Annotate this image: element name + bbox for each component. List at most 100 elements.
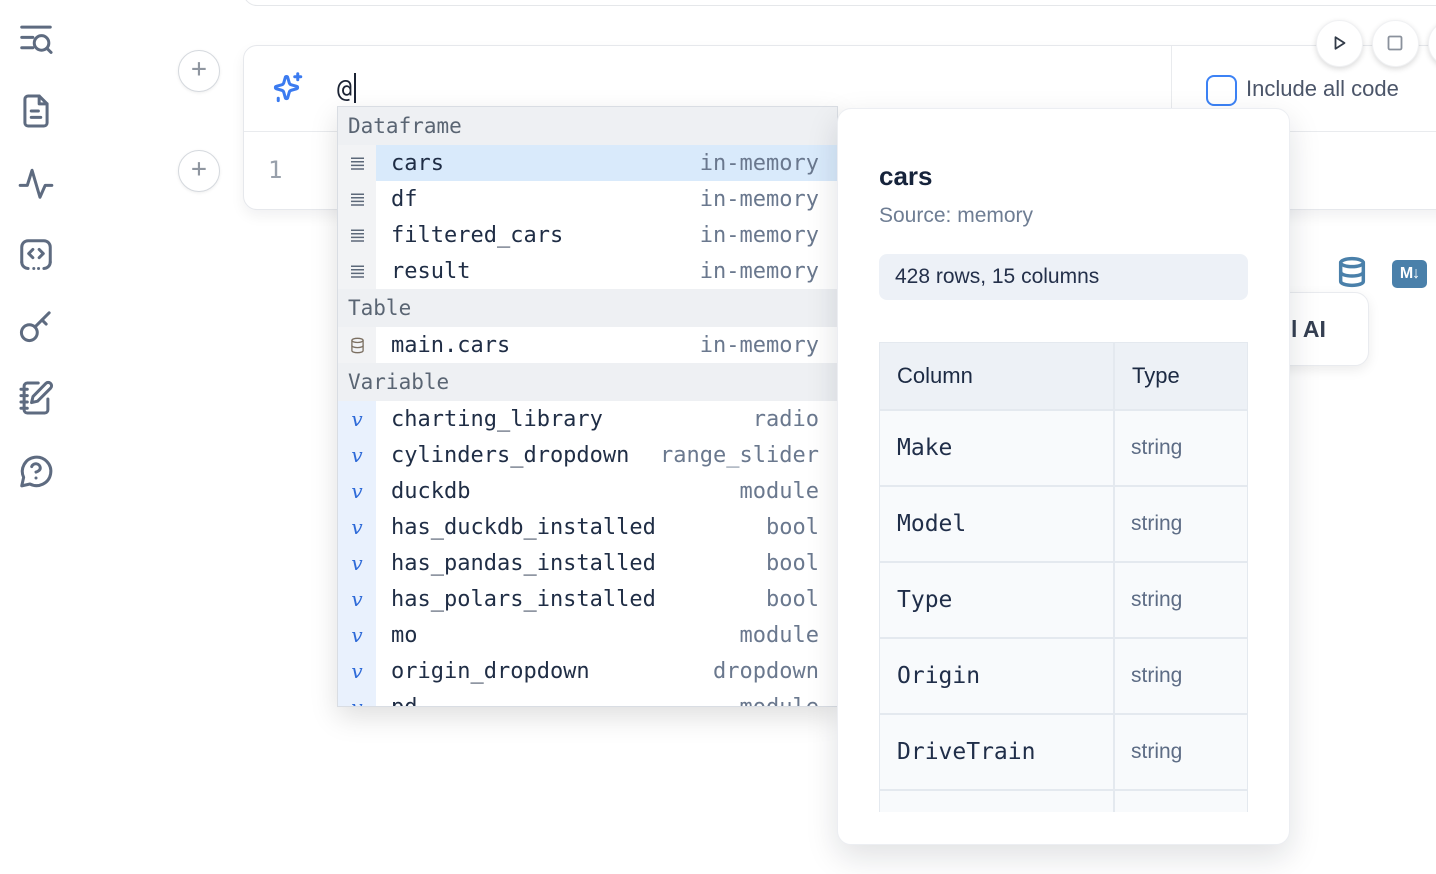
dataframe-preview-panel: cars Source: memory 428 rows, 15 columns… — [837, 108, 1290, 845]
completion-detail: in-memory — [699, 258, 819, 284]
code-editor-row[interactable]: 1 M↓ — [244, 132, 1436, 288]
schema-column-name: Type — [880, 563, 1113, 637]
schema-column-type: string — [1115, 487, 1247, 561]
completion-detail: radio — [752, 406, 819, 432]
rows-icon — [338, 145, 376, 181]
ai-prompt-text: @ — [337, 74, 353, 103]
completion-label: df — [391, 186, 418, 212]
variable-icon: v — [338, 617, 376, 653]
markdown-icon[interactable]: M↓ — [1392, 260, 1427, 288]
variable-icon: v — [338, 473, 376, 509]
file-text-icon[interactable] — [17, 92, 55, 130]
rows-icon — [338, 181, 376, 217]
completion-label: cylinders_dropdown — [391, 442, 630, 468]
schema-row-partial — [1115, 791, 1247, 812]
completion-item[interactable]: v mo module — [338, 617, 837, 653]
completion-detail: module — [739, 478, 819, 504]
schema-column-name: Make — [880, 411, 1113, 485]
shape-badge: 428 rows, 15 columns — [879, 254, 1248, 300]
completion-label: mo — [391, 622, 418, 648]
schema-column-type: string — [1115, 715, 1247, 789]
schema-table: Column Type Make string Model string Typ… — [879, 342, 1248, 812]
database-icon[interactable] — [1336, 255, 1368, 289]
schema-row-partial — [880, 791, 1113, 812]
schema-header-type: Type — [1115, 343, 1247, 409]
completion-item[interactable]: result in-memory — [338, 253, 837, 289]
variable-icon: v — [338, 689, 376, 706]
completion-label: has_duckdb_installed — [391, 514, 656, 540]
schema-column-type: string — [1115, 411, 1247, 485]
completion-item[interactable]: v duckdb module — [338, 473, 837, 509]
autocomplete-dropdown: Dataframe cars in-memory df in-memory filt… — [337, 106, 838, 707]
completion-label: charting_library — [391, 406, 603, 432]
completion-item[interactable]: filtered_cars in-memory — [338, 217, 837, 253]
sparkles-icon — [270, 70, 306, 106]
database-icon — [338, 327, 376, 363]
completion-label: result — [391, 258, 471, 284]
variable-icon: v — [338, 581, 376, 617]
completion-item[interactable]: cars in-memory — [338, 145, 837, 181]
include-all-code-checkbox[interactable] — [1206, 75, 1237, 106]
help-chat-icon[interactable] — [17, 452, 55, 490]
list-search-icon[interactable] — [17, 20, 55, 58]
preview-source: Source: memory — [879, 204, 1034, 227]
ai-prompt-input[interactable]: @ — [337, 46, 357, 131]
completion-detail: in-memory — [699, 186, 819, 212]
completion-label: duckdb — [391, 478, 471, 504]
key-icon[interactable] — [17, 307, 55, 345]
code-snippet-icon[interactable] — [17, 236, 55, 274]
activity-icon[interactable] — [17, 164, 55, 202]
previous-cell-edge — [243, 0, 1436, 6]
variable-icon: v — [338, 509, 376, 545]
variable-icon: v — [338, 653, 376, 689]
variable-icon: v — [338, 545, 376, 581]
completion-detail: in-memory — [699, 150, 819, 176]
variable-icon: v — [338, 437, 376, 473]
completion-item[interactable]: df in-memory — [338, 181, 837, 217]
run-cell-button[interactable] — [1316, 20, 1363, 67]
completion-label: main.cars — [391, 332, 511, 358]
completion-detail: dropdown — [713, 658, 819, 684]
completion-label: pd — [391, 694, 418, 707]
include-all-code-label: Include all code — [1246, 76, 1399, 101]
add-cell-below-button[interactable]: + — [178, 150, 220, 192]
stop-icon — [1387, 35, 1403, 51]
schema-column-type: string — [1115, 639, 1247, 713]
stop-button[interactable] — [1372, 20, 1419, 67]
schema-column-name: Model — [880, 487, 1113, 561]
sidebar — [0, 0, 72, 874]
text-cursor — [354, 73, 357, 103]
completion-item[interactable]: v has_pandas_installed bool — [338, 545, 837, 581]
completion-label: cars — [391, 150, 444, 176]
completion-detail: module — [739, 694, 819, 707]
rows-icon — [338, 253, 376, 289]
completion-item[interactable]: v cylinders_dropdown range_slider — [338, 437, 837, 473]
ai-action-button-label: l AI — [1291, 316, 1326, 342]
completion-detail: bool — [766, 550, 819, 576]
schema-column-name: Origin — [880, 639, 1113, 713]
add-cell-above-button[interactable]: + — [178, 50, 220, 92]
notebook-pen-icon[interactable] — [17, 379, 55, 417]
section-header-table: Table — [338, 289, 837, 327]
completion-item[interactable]: v has_polars_installed bool — [338, 581, 837, 617]
completion-item[interactable]: v pd module — [338, 689, 837, 707]
completion-label: filtered_cars — [391, 222, 564, 248]
play-icon — [1334, 36, 1346, 50]
section-header-variable: Variable — [338, 363, 837, 401]
completion-detail: in-memory — [699, 222, 819, 248]
completion-detail: range_slider — [660, 442, 819, 468]
completion-label: has_polars_installed — [391, 586, 656, 612]
divider — [1171, 46, 1172, 131]
completion-detail: module — [739, 622, 819, 648]
line-number: 1 — [268, 156, 283, 184]
schema-column-type: string — [1115, 563, 1247, 637]
completion-label: has_pandas_installed — [391, 550, 656, 576]
rows-icon — [338, 217, 376, 253]
section-header-dataframe: Dataframe — [338, 107, 837, 145]
completion-detail: bool — [766, 586, 819, 612]
schema-column-name: DriveTrain — [880, 715, 1113, 789]
